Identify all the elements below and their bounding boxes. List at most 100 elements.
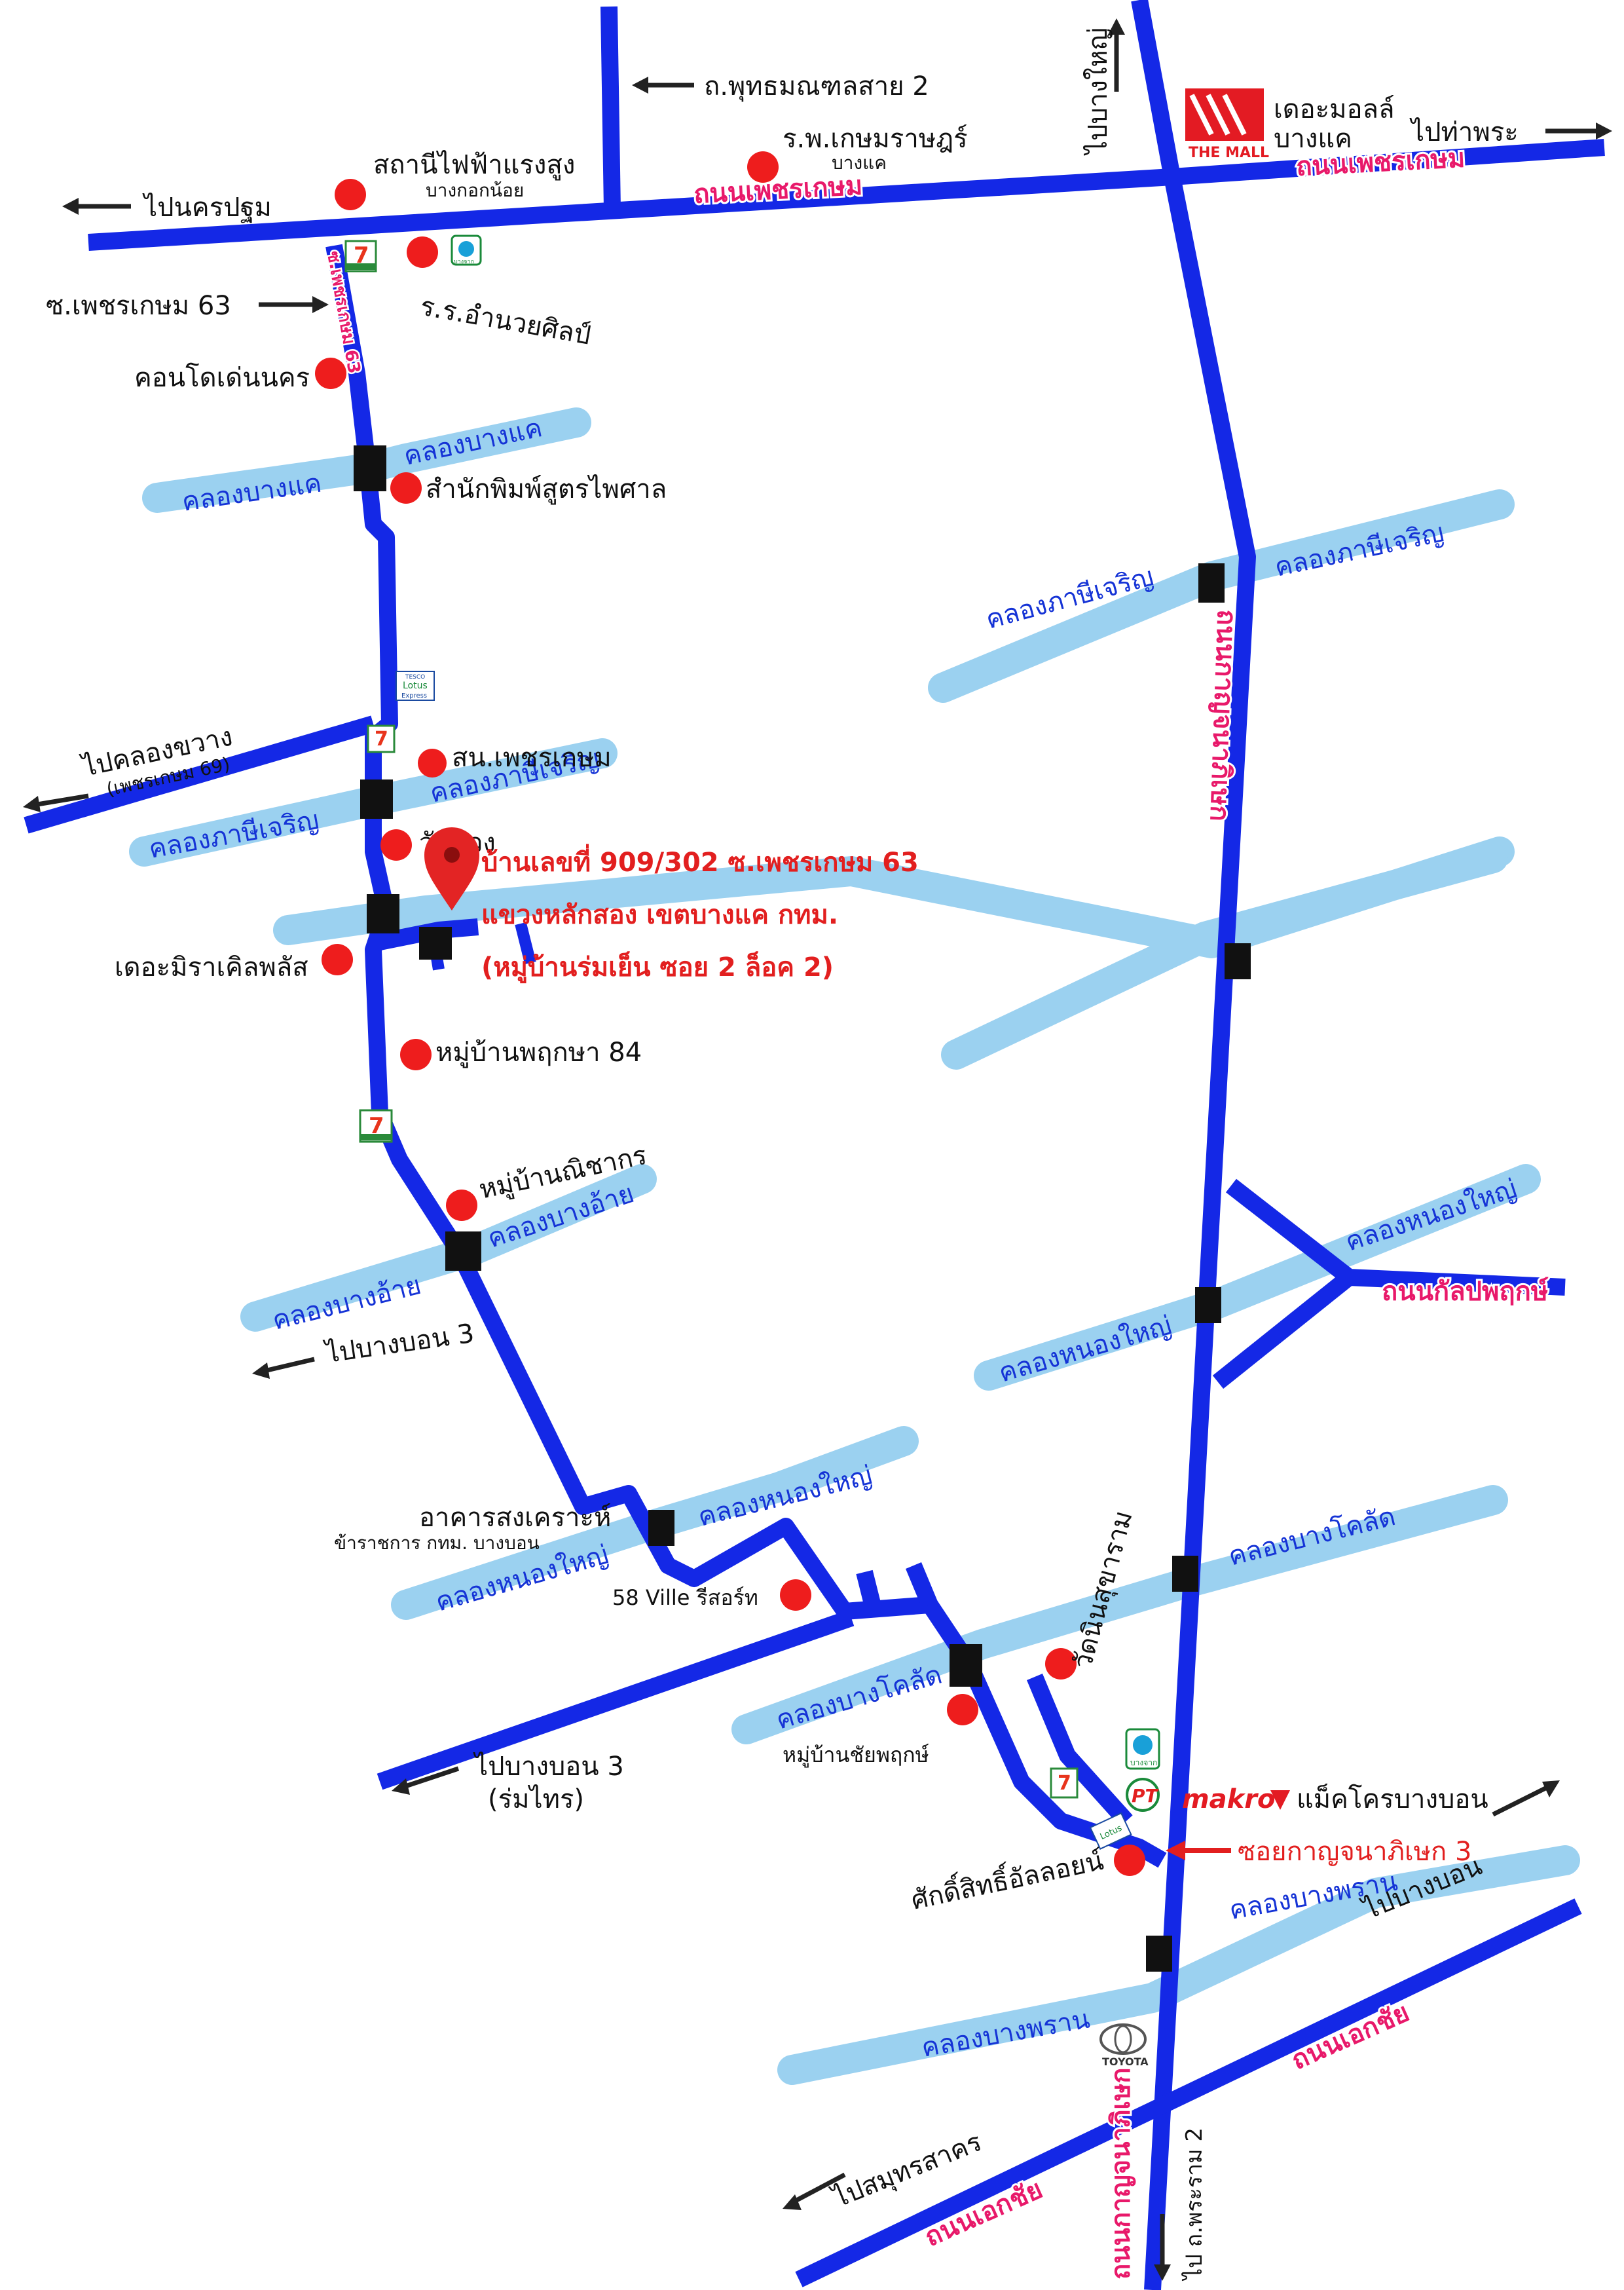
- label-welfare-building-sub: ข้าราชการ กทม. บางบอน: [334, 1532, 540, 1554]
- poi-marker: [400, 1039, 432, 1070]
- canal-label: คลองหนองใหญ่: [1342, 1173, 1521, 1258]
- svg-text:7: 7: [1058, 1772, 1071, 1795]
- seven-eleven-logo: 7: [344, 240, 377, 272]
- destination-line1: บ้านเลขที่ 909/302 ซ.เพชรเกษม 63: [481, 844, 919, 878]
- destination: บ้านเลขที่ 909/302 ซ.เพชรเกษม 63 แขวงหลั…: [424, 827, 919, 983]
- bridge: [1195, 1287, 1221, 1323]
- destination-line2: แขวงหลักสอง เขตบางแค กทม.: [481, 900, 838, 930]
- label-sakdisit: ศักดิ์สิทธิ์อัลลอยน์: [908, 1841, 1106, 1916]
- bridge: [419, 927, 452, 960]
- lotus-express-logo: Lotus: [1089, 1812, 1132, 1850]
- bridge: [360, 779, 393, 819]
- poi-marker: [380, 829, 412, 861]
- label-to-bang-bon3-b-sub: (ร่มไทร): [488, 1784, 584, 1814]
- direction-arrows: ไปนครปฐม ถ.พุทธมณฑลสาย 2 ไปบางใหญ่ ไปท่า…: [23, 18, 1612, 2281]
- road-bangbon3-ruamsai: [377, 1609, 855, 1790]
- poi-marker: [1045, 1648, 1077, 1680]
- poi-marker: [335, 179, 366, 210]
- canal-label: คลองบางแค: [401, 413, 545, 472]
- label-substation-sub: บางกอกน้อย: [426, 179, 524, 201]
- label-to-bang-yai: ไปบางใหญ่: [1082, 28, 1113, 156]
- destination-pin-icon: [424, 827, 479, 910]
- label-printing: สำนักพิมพ์สูตรไพศาล: [426, 474, 667, 504]
- label-the-mall-sub: บางแค: [1274, 124, 1352, 154]
- bridge: [445, 1231, 481, 1271]
- svg-text:Express: Express: [401, 692, 427, 700]
- poi-marker: [747, 151, 779, 183]
- label-the-mall: เดอะมอลล์: [1274, 94, 1395, 124]
- label-soi-kanchanaphisek3: ซอยกาญจนาภิเษก 3: [1238, 1837, 1471, 1867]
- poi-marker: [315, 358, 346, 389]
- road-phutthamonthon: [600, 6, 621, 210]
- svg-text:บางจาก: บางจาก: [454, 259, 474, 265]
- bridge: [1172, 1556, 1198, 1592]
- pois: [315, 151, 1145, 1876]
- poi-marker: [322, 944, 353, 975]
- makro-logo: makro: [1182, 1784, 1290, 1814]
- lotus-express-logo: TESCO Lotus Express: [396, 671, 435, 701]
- svg-text:บางจาก: บางจาก: [1130, 1758, 1157, 1767]
- bangchak-logo: บางจาก: [451, 235, 482, 266]
- bridge: [950, 1644, 982, 1687]
- svg-text:7: 7: [369, 1113, 384, 1139]
- road-kanchanaphisek: [1131, 0, 1256, 2290]
- the-mall-logo-text: THE MALL: [1189, 145, 1269, 161]
- road-stub-1: [856, 1569, 883, 1614]
- label-condo: คอนโดเด่นนคร: [134, 363, 310, 393]
- road-soi-stub-b: [515, 922, 536, 965]
- road-ekkachai: [795, 1898, 1582, 2287]
- poi-marker: [418, 749, 447, 778]
- canal-label: คลองภาษีเจริญ: [147, 805, 322, 865]
- bridges: [354, 445, 1251, 1972]
- svg-text:7: 7: [375, 728, 388, 751]
- bridge: [1225, 943, 1251, 979]
- label-to-rama2: ไป ถ.พระราม 2: [1181, 2128, 1208, 2281]
- road-label-kanchanaphisek: ถนนกาญจนาภิเษก: [1106, 2067, 1136, 2280]
- poi-marker: [390, 472, 422, 504]
- destination-line3: (หมู่บ้านร่มเย็น ซอย 2 ล็อค 2): [481, 950, 834, 983]
- poi-marker: [446, 1190, 477, 1221]
- label-welfare-building: อาคารสงเคราะห์: [419, 1503, 611, 1533]
- toyota-logo: TOYOTA: [1099, 2023, 1149, 2068]
- label-to-bang-bon3-a: ไปบางบอน 3: [322, 1319, 476, 1370]
- canal-label: คลองหนองใหญ่: [995, 1309, 1175, 1388]
- label-kasemrad: ร.พ.เกษมราษฎร์: [783, 124, 968, 154]
- road-wat-nin: [1027, 1674, 1133, 1827]
- svg-text:TESCO: TESCO: [405, 674, 425, 681]
- poi-marker: [947, 1694, 978, 1725]
- canal-nongyai-west: [391, 1426, 919, 1620]
- canal-bangphran: [777, 1845, 1580, 2085]
- label-to-tha-phra: ไปท่าพระ: [1409, 117, 1519, 147]
- the-mall-logo: THE MALL: [1185, 88, 1269, 161]
- seven-eleven-logo: 7: [367, 724, 396, 753]
- canal-unnamed-east: [941, 843, 1508, 1070]
- roads: [24, 0, 1605, 2290]
- seven-eleven-logo: 7: [1050, 1767, 1079, 1799]
- poi-marker: [407, 236, 438, 268]
- svg-text:PT: PT: [1132, 1785, 1159, 1807]
- bridge: [1198, 563, 1225, 603]
- poi-marker: [780, 1579, 811, 1611]
- label-to-nakhon-pathom: ไปนครปฐม: [142, 193, 272, 223]
- label-chaiyapruek: หมู่บ้านชัยพฤกษ์: [783, 1742, 929, 1768]
- bridge: [367, 894, 399, 933]
- svg-text:Lotus: Lotus: [403, 681, 428, 691]
- seven-eleven-logo: 7: [359, 1109, 393, 1143]
- svg-text:TOYOTA: TOYOTA: [1102, 2055, 1149, 2068]
- label-kasemrad-sub: บางแค: [832, 152, 887, 174]
- poi-marker: [1114, 1845, 1145, 1876]
- label-miracle-plus: เดอะมิราเคิลพลัส: [115, 952, 308, 983]
- makro-logo-text: makro: [1182, 1784, 1275, 1814]
- label-phutthamonthon: ถ.พุทธมณฑลสาย 2: [704, 71, 929, 102]
- bangchak-logo: บางจาก: [1125, 1728, 1160, 1770]
- label-makro: แม็คโครบางบอน: [1297, 1783, 1488, 1814]
- road-khlong-khwang: [24, 715, 376, 834]
- road-kanlapaphruek: [1212, 1178, 1566, 1389]
- label-to-bang-bon3-b: ไปบางบอน 3: [473, 1752, 624, 1782]
- bridge: [354, 445, 386, 491]
- label-amnuay-school: ร.ร.อำนวยศิลป์: [418, 291, 593, 351]
- label-58-ville: 58 Ville รีสอร์ท: [612, 1585, 758, 1610]
- label-substation: สถานีไฟฟ้าแรงสูง: [373, 150, 575, 180]
- label-pruksa84: หมู่บ้านพฤกษา 84: [435, 1038, 642, 1068]
- road-label-kanlapaphruek: ถนนกัลปพฤกษ์: [1382, 1277, 1549, 1307]
